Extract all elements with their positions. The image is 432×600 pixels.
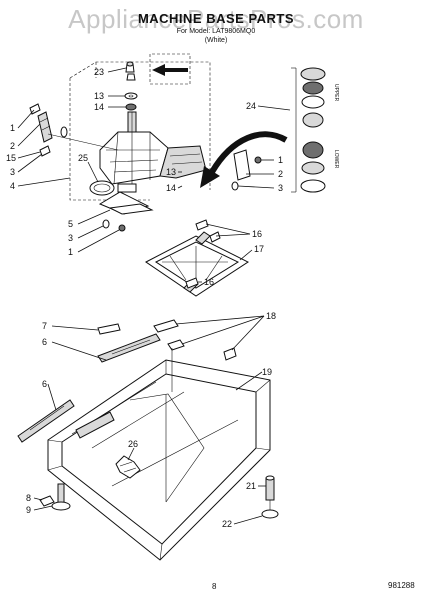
part-18-pads <box>153 319 237 361</box>
callout-17: 17 <box>254 244 264 254</box>
direction-arrow-icon <box>152 64 188 76</box>
callout-6-upper: 6 <box>42 337 47 347</box>
kit-label-upper: UPPER <box>333 84 339 102</box>
callout-numbers: 23 13 14 24 1 2 15 3 25 4 1 13 2 14 3 5 … <box>6 67 283 529</box>
callout-15: 15 <box>6 153 16 163</box>
callout-5: 5 <box>68 219 73 229</box>
callout-3-right: 3 <box>278 183 283 193</box>
callout-3-left: 3 <box>10 167 15 177</box>
model-subtitle: For Model: LAT9806MQ0 <box>176 28 256 35</box>
callout-16-lower: 16 <box>204 277 214 287</box>
curved-arrow-icon <box>200 131 288 188</box>
callout-24: 24 <box>246 101 256 111</box>
callout-18: 18 <box>266 311 276 321</box>
part-23-cap-b <box>126 73 136 81</box>
part-25-ring <box>89 180 115 196</box>
part-7-clip <box>97 323 121 335</box>
lower-small-parts <box>102 203 154 232</box>
part-24-bearing-kit: UPPER LOWER <box>291 67 339 193</box>
left-bracket-parts <box>29 103 119 157</box>
part-22-foot <box>261 500 279 519</box>
callout-2-left: 2 <box>10 141 15 151</box>
part-6-rail-upper <box>97 333 161 363</box>
callout-3-lower: 3 <box>68 233 73 243</box>
callout-6-lower: 6 <box>42 379 47 389</box>
part-17-base-plate <box>145 231 250 297</box>
callout-8: 8 <box>26 493 31 503</box>
callout-14-lower: 14 <box>166 183 176 193</box>
callout-9: 9 <box>26 505 31 515</box>
callout-1-lower: 1 <box>68 247 73 257</box>
part-21-leg <box>265 475 275 501</box>
callout-23: 23 <box>94 67 104 77</box>
color-subtitle: (White) <box>204 37 228 44</box>
callout-19: 19 <box>262 367 272 377</box>
page-title: MACHINE BASE PARTS <box>137 11 295 26</box>
callout-1-left: 1 <box>10 123 15 133</box>
callout-13-upper: 13 <box>94 91 104 101</box>
transmission-assembly <box>98 111 207 215</box>
callout-14-upper: 14 <box>94 102 104 112</box>
callout-22: 22 <box>222 519 232 529</box>
part-13-washer <box>124 92 138 100</box>
watermark: AppliancePartsPros.com <box>68 4 364 34</box>
part-23-cap <box>125 61 135 73</box>
part-6-rail-lower <box>17 399 75 443</box>
callout-13-lower: 13 <box>166 167 176 177</box>
callout-16-upper: 16 <box>252 229 262 239</box>
right-bracket-parts <box>231 149 262 191</box>
document-code: 981288 <box>388 581 415 590</box>
callout-2-right: 2 <box>278 169 283 179</box>
part-9-leveling-leg <box>51 483 71 511</box>
leader-lines <box>17 67 291 525</box>
part-19-base-frame <box>47 348 271 561</box>
callout-4: 4 <box>10 181 15 191</box>
part-8-foot-pad <box>39 495 55 507</box>
part-26-spring <box>115 455 141 479</box>
callout-1-right: 1 <box>278 155 283 165</box>
kit-label-lower: LOWER <box>333 150 339 169</box>
callout-25: 25 <box>78 153 88 163</box>
part-16-clips <box>185 219 221 289</box>
callout-26: 26 <box>128 439 138 449</box>
page-number: 8 <box>212 582 217 591</box>
part-14-bearing <box>125 103 137 111</box>
callout-7: 7 <box>42 321 47 331</box>
callout-21: 21 <box>246 481 256 491</box>
